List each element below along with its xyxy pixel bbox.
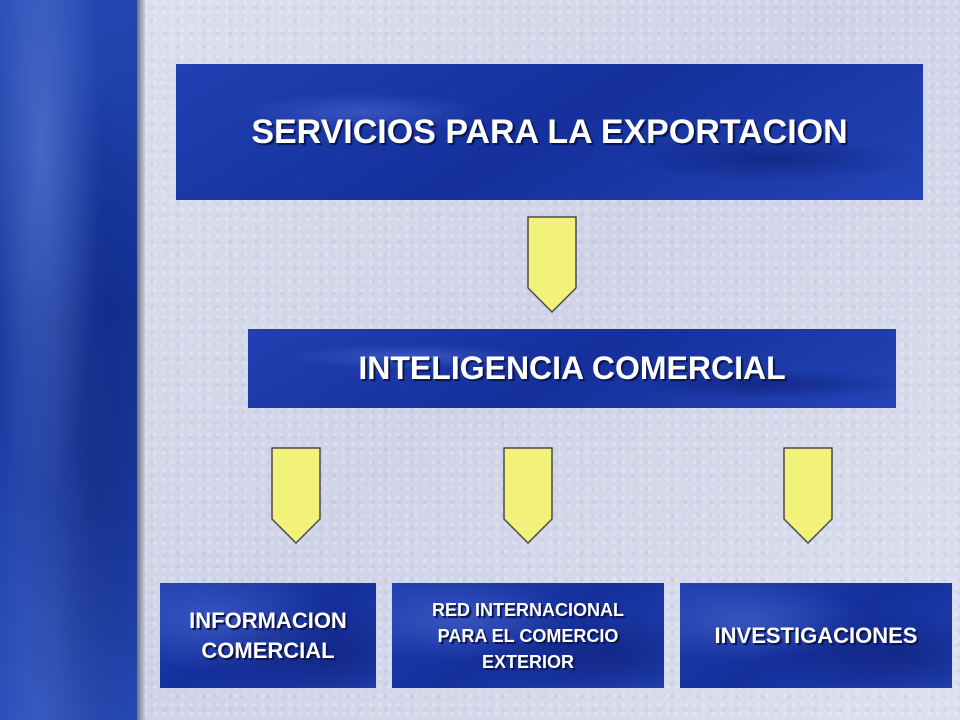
left-decorative-band	[0, 0, 137, 720]
arrow-down-icon	[503, 447, 553, 544]
commercial-intelligence-box: INTELIGENCIA COMERCIAL	[248, 329, 896, 408]
exportation-services-box: SERVICIOS PARA LA EXPORTACION	[176, 64, 923, 200]
investigations-label: INVESTIGACIONES	[714, 622, 918, 648]
exportation-services-label: SERVICIOS PARA LA EXPORTACION	[251, 112, 848, 151]
international-trade-network-box: RED INTERNACIONAL PARA EL COMERCIO EXTER…	[392, 583, 664, 688]
commercial-information-box: INFORMACION COMERCIAL	[160, 583, 376, 688]
arrow-down-icon	[783, 447, 833, 544]
left-decorative-stripe	[137, 0, 145, 720]
arrow-down-icon	[271, 447, 321, 544]
commercial-intelligence-label: INTELIGENCIA COMERCIAL	[358, 350, 786, 386]
arrow-down-icon	[527, 216, 577, 313]
investigations-box: INVESTIGACIONES	[680, 583, 952, 688]
international-trade-network-label: RED INTERNACIONAL PARA EL COMERCIO EXTER…	[432, 599, 624, 672]
commercial-information-label: INFORMACION COMERCIAL	[189, 607, 347, 663]
